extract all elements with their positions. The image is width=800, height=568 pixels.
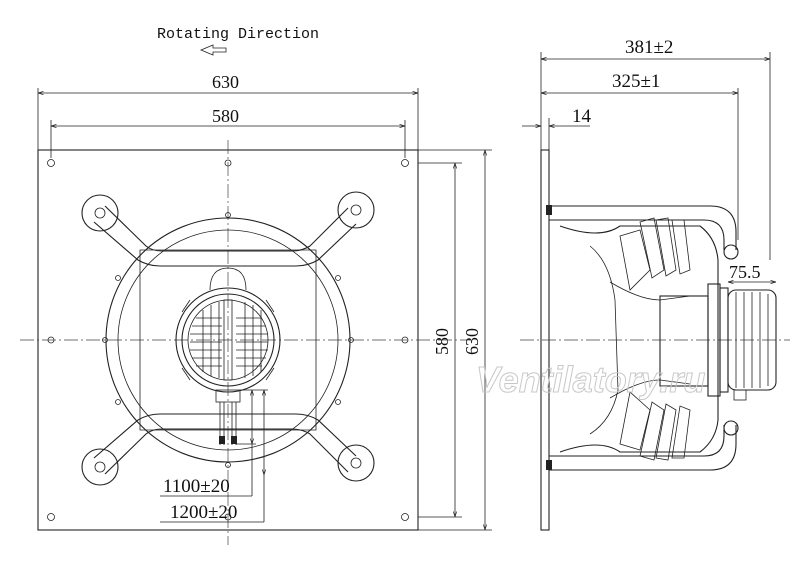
dimension-hole-spacing-width: 580: [50, 106, 406, 158]
impeller: [559, 217, 719, 461]
inlet-ring: [105, 217, 351, 463]
motor-hub: [175, 287, 281, 393]
cable-length-1-label: 1100±20: [163, 476, 230, 497]
dimension-motor-depth: 75.5: [728, 262, 776, 282]
mounting-holes: [47, 159, 409, 521]
dimension-total-height: 630: [418, 149, 492, 531]
dimension-cable-length: 1100±20 1200±20: [160, 389, 268, 523]
side-view: 381±2 325±1 14: [520, 37, 790, 531]
support-brackets: [81, 191, 375, 486]
dim-total-width-label: 630: [212, 72, 239, 92]
dim-plate-thickness-label: 14: [572, 106, 592, 127]
motor: [659, 283, 777, 401]
arrow-left-icon: [199, 44, 227, 56]
front-view: 630 580 580 630: [20, 72, 492, 545]
dimension-body-depth: 325±1: [541, 71, 739, 240]
watermark: Ventilatory.ru: [476, 359, 705, 400]
dim-body-depth-label: 325±1: [612, 71, 660, 92]
terminal-box: [209, 267, 247, 291]
dim-total-height-label: 630: [462, 328, 482, 355]
dim-motor-depth-label: 75.5: [729, 262, 761, 282]
dimension-plate-thickness: 14: [522, 106, 592, 150]
cable-length-2-label: 1200±20: [170, 502, 237, 523]
rotation-direction-label: Rotating Direction: [157, 26, 319, 43]
rotation-direction: Rotating Direction: [157, 26, 319, 56]
side-frame: [549, 205, 739, 471]
dim-total-depth-label: 381±2: [625, 37, 673, 58]
dim-hole-height-label: 580: [432, 328, 452, 355]
dim-hole-width-label: 580: [212, 106, 239, 126]
dimension-total-depth: 381±2: [540, 37, 771, 260]
dimension-total-width: 630: [37, 72, 419, 150]
ring-bolt-holes: [102, 212, 354, 468]
cable-gland: [215, 389, 241, 445]
